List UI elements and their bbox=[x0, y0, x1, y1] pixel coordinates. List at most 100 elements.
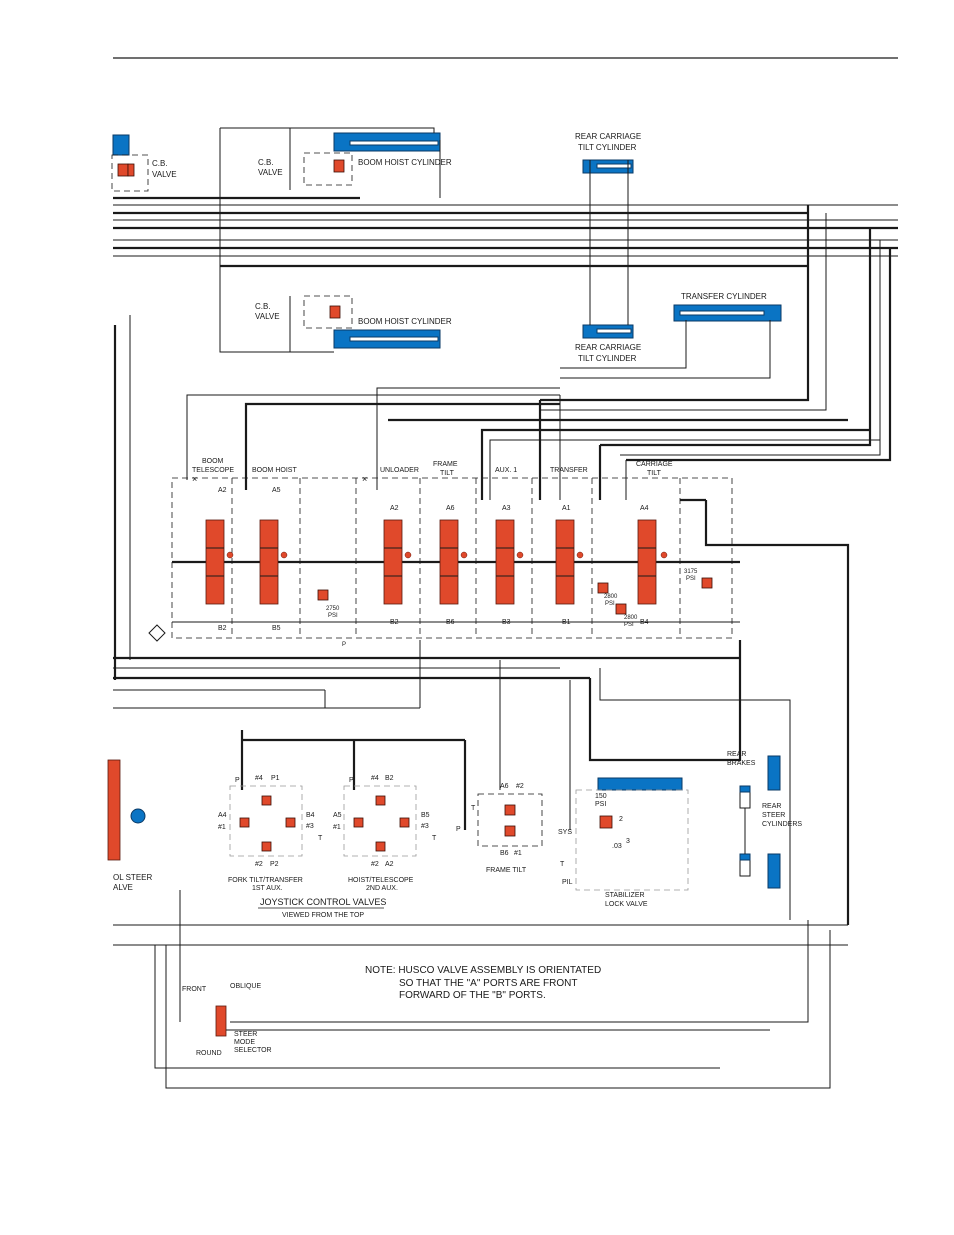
frame-tilt-valve[interactable]: A6 #2 T P B6 #1 FRAME TILT bbox=[456, 783, 543, 874]
svg-text:A6: A6 bbox=[500, 783, 509, 790]
rear-steer-cylinders[interactable]: REAR STEER CYLINDERS bbox=[762, 755, 802, 889]
cb-valve-1-spool bbox=[117, 163, 129, 177]
port-bottom-6: B1 bbox=[562, 619, 571, 626]
svg-text:A5: A5 bbox=[333, 812, 342, 819]
svg-text:150: 150 bbox=[595, 793, 607, 800]
section-frame-tilt-label: FRAME bbox=[433, 461, 458, 468]
x-mark-2: × bbox=[362, 474, 367, 484]
rear-carriage-tilt-cylinder-1-rod bbox=[596, 163, 632, 169]
transfer-cylinder-label: TRANSFER CYLINDER bbox=[681, 292, 767, 301]
psi-2800-1-label: 2800 bbox=[604, 594, 618, 600]
rear-carriage-1-label-b: TILT CYLINDER bbox=[578, 143, 637, 152]
svg-text:.03: .03 bbox=[612, 843, 622, 850]
top-cylinder-area: C.B. VALVE C.B. VALVE BOOM HOIST CYLINDE… bbox=[111, 132, 782, 363]
transfer-cylinder-rod bbox=[679, 310, 765, 316]
svg-text:T: T bbox=[560, 861, 565, 868]
psi-2750-label-b: PSI bbox=[328, 613, 338, 619]
lower-lines bbox=[113, 640, 791, 920]
svg-text:P: P bbox=[456, 826, 461, 833]
svg-text:STEER: STEER bbox=[762, 812, 785, 819]
psi-3175-label: 3175 bbox=[684, 569, 698, 575]
port-p-label: P bbox=[342, 642, 346, 648]
port-top-7: A4 bbox=[640, 505, 649, 512]
svg-text:#4: #4 bbox=[255, 775, 263, 782]
svg-text:REAR: REAR bbox=[762, 803, 781, 810]
svg-text:ALVE: ALVE bbox=[113, 883, 133, 892]
joystick-section-title: JOYSTICK CONTROL VALVES bbox=[260, 897, 386, 907]
svg-text:#4: #4 bbox=[371, 775, 379, 782]
boom-hoist-cylinder-2-rod bbox=[349, 336, 439, 342]
spool-transfer[interactable] bbox=[555, 519, 575, 605]
svg-text:A2: A2 bbox=[385, 861, 394, 868]
svg-text:SYS: SYS bbox=[558, 829, 572, 836]
cb-valve-2-label: C.B. bbox=[258, 158, 274, 167]
cb-valve-1-label: C.B. bbox=[152, 159, 168, 168]
port-top-5: A3 bbox=[502, 505, 511, 512]
note-line-1: NOTE: HUSCO VALVE ASSEMBLY IS ORIENTATED bbox=[365, 965, 601, 976]
svg-text:#1: #1 bbox=[218, 824, 226, 831]
psi-2800-1-label-b: PSI bbox=[605, 601, 615, 607]
svg-text:STABILIZER: STABILIZER bbox=[605, 892, 645, 899]
spool-frame-tilt[interactable] bbox=[439, 519, 459, 605]
svg-text:#1: #1 bbox=[514, 850, 522, 857]
boom-hoist-cylinder-1-label: BOOM HOIST CYLINDER bbox=[358, 158, 452, 167]
relief-valve-2800-2[interactable] bbox=[615, 603, 627, 615]
svg-text:P1: P1 bbox=[271, 775, 280, 782]
steer-mode-selector[interactable]: FRONT OBLIQUE ROUND STEER MODE SELECTOR bbox=[182, 983, 272, 1057]
cb-valve-3-box bbox=[303, 295, 353, 329]
port-bottom-3: B2 bbox=[390, 619, 399, 626]
relief-valve-2750[interactable] bbox=[317, 589, 329, 601]
cb-valve-1-box bbox=[111, 154, 149, 192]
port-top-3: A2 bbox=[390, 505, 399, 512]
section-carriage-tilt-label: CARRIAGE bbox=[636, 461, 673, 468]
port-top-4: A6 bbox=[446, 505, 455, 512]
section-boom-hoist-label: BOOM HOIST bbox=[252, 467, 297, 474]
joystick-section-subtitle: VIEWED FROM THE TOP bbox=[282, 912, 364, 919]
svg-text:MODE: MODE bbox=[234, 1039, 255, 1046]
spool-boom-hoist[interactable] bbox=[259, 519, 279, 605]
psi-3175-label-b: PSI bbox=[686, 576, 696, 582]
svg-text:FORK TILT/TRANSFER: FORK TILT/TRANSFER bbox=[228, 877, 303, 884]
svg-text:B4: B4 bbox=[306, 812, 315, 819]
svg-text:ROUND: ROUND bbox=[196, 1050, 222, 1057]
svg-text:T: T bbox=[318, 835, 323, 842]
svg-text:2: 2 bbox=[619, 816, 623, 823]
svg-text:HOIST/TELESCOPE: HOIST/TELESCOPE bbox=[348, 877, 414, 884]
svg-text:REAR: REAR bbox=[727, 751, 746, 758]
svg-text:#1: #1 bbox=[333, 824, 341, 831]
svg-text:3: 3 bbox=[626, 838, 630, 845]
svg-text:T: T bbox=[432, 835, 437, 842]
psi-2800-2-label-b: PSI bbox=[624, 622, 634, 628]
joystick-valve-1[interactable]: P #4 P1 A4 #1 B4 #3 T #2 P2 FORK TILT/TR… bbox=[218, 775, 323, 892]
stabilizer-lock-valve[interactable]: 150 PSI 2 3 .03 SYS T PIL STABILIZER LOC… bbox=[558, 777, 689, 908]
svg-text:OL STEER: OL STEER bbox=[113, 873, 152, 882]
port-bottom-4: B6 bbox=[446, 619, 455, 626]
spool-boom-telescope[interactable] bbox=[205, 519, 225, 605]
cb-valve-3-label: C.B. bbox=[255, 302, 271, 311]
rear-brakes[interactable]: REAR BRAKES bbox=[727, 751, 756, 877]
svg-text:1ST AUX.: 1ST AUX. bbox=[252, 885, 283, 892]
port-bottom-7: B4 bbox=[640, 619, 649, 626]
valve-bank: BOOM TELESCOPE BOOM HOIST UNLOADER FRAME… bbox=[148, 458, 850, 925]
cb-valve-1-label-b: VALVE bbox=[152, 170, 177, 179]
spool-unloader[interactable] bbox=[383, 519, 403, 605]
port-bottom-5: B3 bbox=[502, 619, 511, 626]
svg-text:FRAME TILT: FRAME TILT bbox=[486, 867, 527, 874]
port-top-2: A5 bbox=[272, 487, 281, 494]
boom-hoist-cylinder-1-rod bbox=[349, 140, 439, 146]
valve-bank-outline bbox=[171, 477, 733, 639]
relief-valve-2800-1[interactable] bbox=[597, 582, 609, 594]
joystick-valve-2[interactable]: P #4 B2 A5 #1 B5 #3 T #2 A2 HOIST/TELESC… bbox=[333, 775, 437, 892]
section-aux1-label: AUX. 1 bbox=[495, 467, 517, 474]
boom-hoist-cylinder-2-label: BOOM HOIST CYLINDER bbox=[358, 317, 452, 326]
control-steer-valve[interactable]: OL STEER ALVE bbox=[107, 759, 152, 892]
svg-text:PIL: PIL bbox=[562, 879, 573, 886]
svg-text:B6: B6 bbox=[500, 850, 509, 857]
left-cylinder-cap bbox=[112, 134, 130, 156]
port-top-6: A1 bbox=[562, 505, 571, 512]
spool-carriage-tilt[interactable] bbox=[637, 519, 657, 605]
svg-text:#2: #2 bbox=[255, 861, 263, 868]
spool-aux1[interactable] bbox=[495, 519, 515, 605]
relief-valve-3175[interactable] bbox=[701, 577, 713, 589]
